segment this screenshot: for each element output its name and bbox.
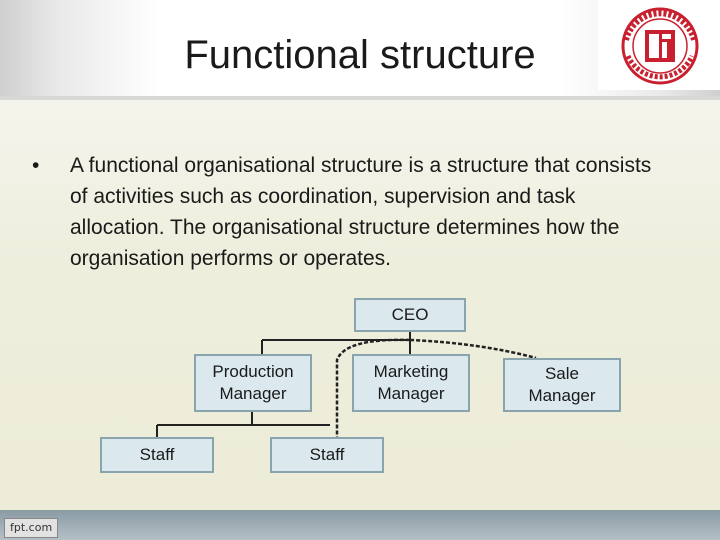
fpt-badge[interactable]: fpt.com [4, 518, 59, 538]
bullet-text: A functional organisational structure is… [70, 154, 652, 270]
org-node-production-manager: Production Manager [194, 354, 312, 412]
connector-to-sale [409, 338, 537, 360]
org-node-staff-left: Staff [100, 437, 214, 473]
logo [598, 0, 720, 90]
org-node-marketing-manager: Marketing Manager [352, 354, 470, 412]
university-seal-icon [621, 7, 699, 85]
slide-title: Functional structure [184, 33, 536, 77]
title-divider [0, 96, 720, 100]
footer-bar: fpt.com [0, 510, 720, 540]
bullet-marker: • [32, 154, 40, 177]
org-node-ceo: CEO [354, 298, 466, 332]
connector-to-staff-middle [335, 338, 411, 440]
org-node-sale-manager: Sale Manager [503, 358, 621, 412]
org-node-staff-middle: Staff [270, 437, 384, 473]
